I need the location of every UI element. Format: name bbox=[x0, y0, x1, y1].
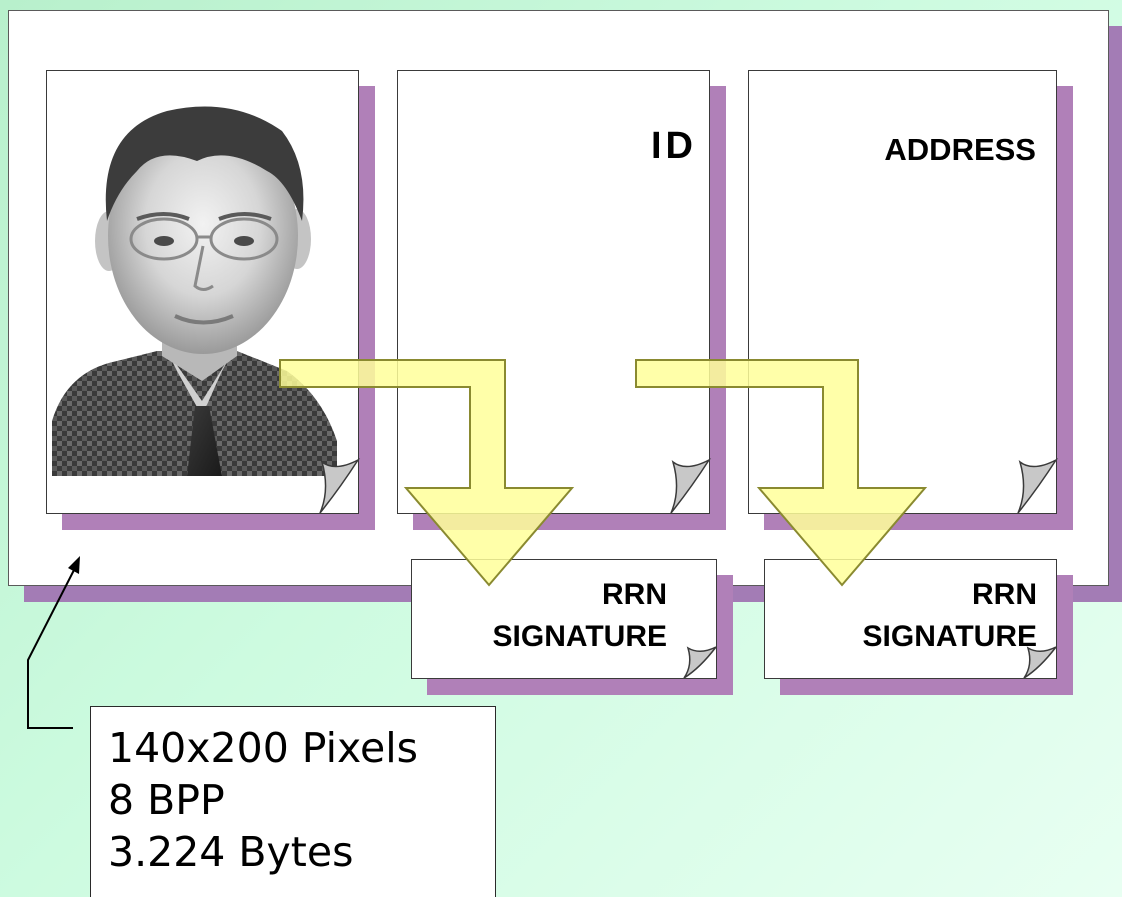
address-signature-line1: RRN bbox=[972, 578, 1037, 611]
photo-page bbox=[46, 70, 359, 514]
photo-bit-depth: 8 BPP bbox=[108, 776, 225, 824]
address-label: ADDRESS bbox=[884, 132, 1036, 167]
portrait-photo bbox=[47, 106, 358, 513]
photo-info-box bbox=[90, 706, 496, 897]
id-label: ID bbox=[651, 125, 697, 167]
photo-file-size: 3.224 Bytes bbox=[108, 828, 354, 876]
photo-dimensions: 140x200 Pixels bbox=[108, 724, 419, 772]
id-signature-line1: RRN bbox=[602, 578, 667, 611]
address-signature-line2: SIGNATURE bbox=[862, 620, 1037, 653]
id-signature-line2: SIGNATURE bbox=[492, 620, 667, 653]
